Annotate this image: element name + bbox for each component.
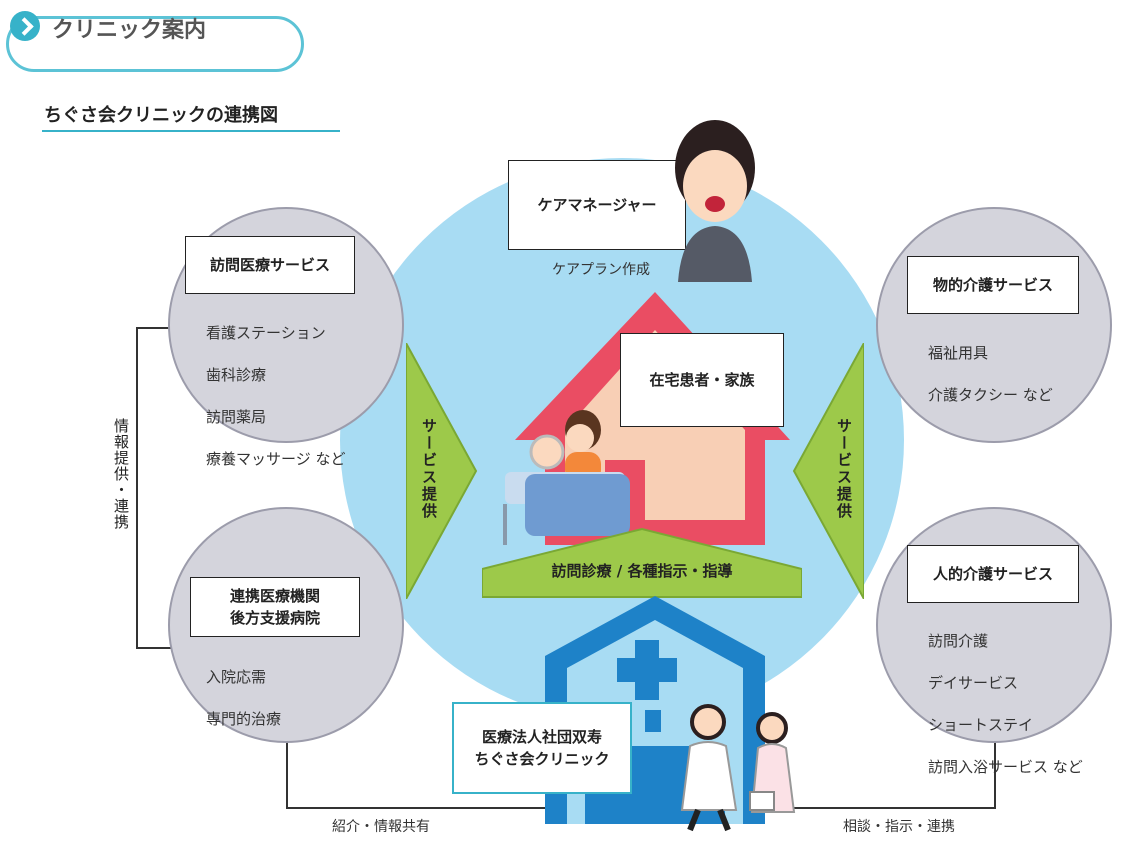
- physical-care-title-box: 物的介護サービス: [907, 256, 1079, 314]
- section-header-pill: [6, 16, 304, 72]
- arrow-left-shape: [792, 343, 864, 599]
- list-item: 看護ステーション: [206, 324, 326, 342]
- list-item: デイサービス: [928, 674, 1019, 692]
- connector-bottom-left-h: [286, 807, 550, 809]
- connector-bottom-left-v: [286, 740, 288, 809]
- connector-bottom-right-h: [760, 807, 996, 809]
- list-item: 訪問入浴サービス など: [928, 758, 1083, 776]
- connector-left-vertical: [136, 327, 138, 649]
- care-manager-face: [683, 150, 747, 222]
- section-title: クリニック案内: [52, 18, 207, 43]
- doctor-leg: [687, 808, 701, 832]
- consultation-label: 相談・指示・連携: [843, 819, 955, 835]
- nurse-head: [756, 712, 788, 744]
- clinic-name-line1: 医療法人社団双寿: [481, 728, 602, 746]
- service-arrow-left: [406, 343, 478, 599]
- info-sharing-label: 情報提供・連携: [110, 414, 132, 534]
- care-manager-suit: [678, 226, 752, 282]
- patient-face: [529, 434, 565, 470]
- referral-label: 紹介・情報共有: [332, 819, 430, 835]
- list-item: ショートステイ: [928, 716, 1034, 734]
- doctor-nurse-illustration: [680, 704, 796, 832]
- cross-horizontal: [617, 658, 677, 682]
- connector-bottom-right-v: [994, 740, 996, 809]
- family-face: [566, 424, 594, 452]
- personal-care-title: 人的介護サービス: [932, 565, 1053, 583]
- partner-hospital-title-line1: 連携医療機関: [229, 587, 320, 605]
- physical-care-circle: [876, 207, 1112, 443]
- list-item: 福祉用具: [928, 344, 989, 362]
- clinic-name-line2: ちぐさ会クリニック: [474, 750, 610, 768]
- service-right-label: サービス提供: [835, 418, 853, 520]
- partner-hospital-title-line2: 後方支援病院: [229, 609, 320, 627]
- partner-hospital-title-box: 連携医療機関 後方支援病院: [190, 577, 360, 637]
- doctor-coat: [680, 741, 738, 811]
- list-item: 介護タクシー など: [928, 386, 1053, 404]
- blanket: [525, 474, 630, 536]
- personal-care-title-box: 人的介護サービス: [907, 545, 1079, 603]
- physical-care-title: 物的介護サービス: [932, 276, 1053, 294]
- diagram-title: ちぐさ会クリニックの連携図: [44, 105, 278, 126]
- care-plan-label: ケアプラン作成: [552, 262, 650, 278]
- visit-banner: [482, 527, 802, 598]
- arrow-right-shape: [406, 343, 478, 599]
- care-manager-box: ケアマネージャー: [508, 160, 686, 250]
- medical-bag: [749, 791, 775, 811]
- care-manager-illustration: [675, 120, 755, 282]
- visit-medical-list: 看護ステーション 歯科診療 訪問薬局 療養マッサージ など: [206, 302, 345, 491]
- clinic-window: [645, 710, 661, 732]
- personal-care-list: 訪問介護 デイサービス ショートステイ 訪問入浴サービス など: [928, 610, 1083, 799]
- list-item: 歯科診療: [206, 366, 267, 384]
- doctor-leg: [717, 808, 731, 832]
- connector-left-top: [136, 327, 172, 329]
- care-manager-label: ケアマネージャー: [537, 196, 657, 214]
- service-arrow-right: [792, 343, 864, 599]
- visit-medical-title-box: 訪問医療サービス: [185, 236, 355, 294]
- service-left-label: サービス提供: [420, 418, 438, 520]
- visit-banner-shape: [482, 527, 802, 598]
- connector-left-bottom: [136, 647, 180, 649]
- patient-box: 在宅患者・家族: [620, 333, 784, 427]
- visit-banner-label: 訪問診療 / 各種指示・指導: [551, 562, 733, 580]
- physical-care-list: 福祉用具 介護タクシー など: [928, 322, 1053, 427]
- patient-family-illustration: [503, 410, 630, 545]
- visit-medical-title: 訪問医療サービス: [209, 256, 330, 274]
- list-item: 入院応需: [206, 668, 267, 686]
- list-item: 専門的治療: [206, 710, 282, 728]
- title-underline: [42, 130, 340, 132]
- partner-hospital-list: 入院応需 専門的治療: [206, 646, 281, 751]
- clinic-name-box: 医療法人社団双寿 ちぐさ会クリニック: [452, 702, 632, 794]
- care-manager-mouth: [705, 196, 725, 212]
- list-item: 訪問介護: [928, 632, 989, 650]
- list-item: 訪問薬局: [206, 408, 267, 426]
- chevron-right-icon: [10, 11, 40, 41]
- doctor-head: [690, 704, 726, 740]
- patient-label: 在宅患者・家族: [649, 371, 755, 389]
- list-item: 療養マッサージ など: [206, 450, 346, 468]
